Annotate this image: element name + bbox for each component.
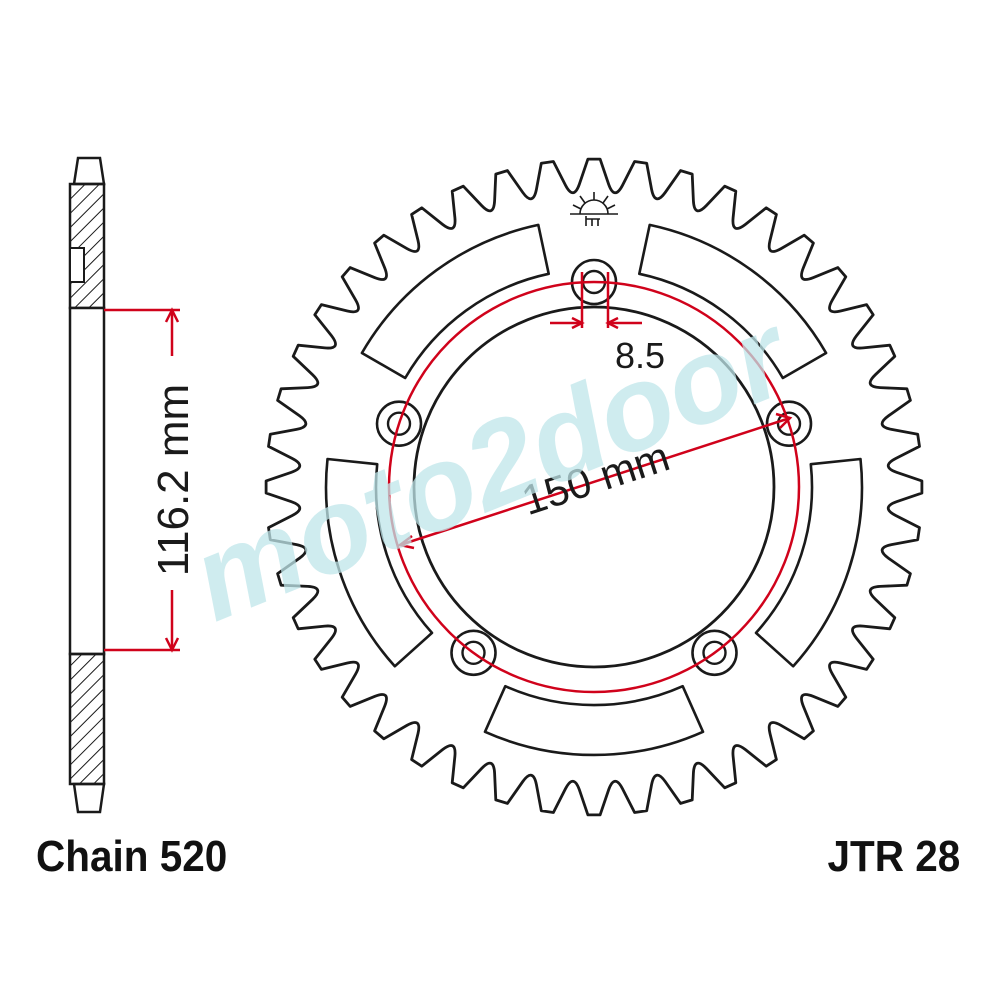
lightening-window xyxy=(324,457,434,668)
side-top-tip xyxy=(72,156,106,186)
pcd-dimension xyxy=(387,280,801,694)
pcd-circle xyxy=(387,280,801,694)
hub-dimension-label: 116.2 mm xyxy=(149,384,198,576)
side-top-hatch xyxy=(68,182,106,310)
lightening-windows xyxy=(324,223,864,757)
crown-logo-icon xyxy=(570,192,618,226)
lightening-window xyxy=(483,684,705,757)
bolt-hole-dimension xyxy=(550,272,642,330)
chain-label: Chain 520 xyxy=(36,832,228,881)
part-number-label: JTR 28 xyxy=(827,832,960,881)
hub-dimension xyxy=(104,307,180,653)
lightening-window xyxy=(754,457,864,668)
side-notch xyxy=(69,247,85,283)
bolt-hole-label: 8.5 xyxy=(615,335,665,376)
lightening-window xyxy=(360,223,550,380)
side-hub xyxy=(68,306,106,656)
side-bottom-hatch xyxy=(68,652,106,786)
lightening-window xyxy=(638,223,828,380)
side-bottom-tip xyxy=(72,782,106,814)
sprocket-face xyxy=(264,157,924,817)
center-bore xyxy=(412,305,776,669)
side-view xyxy=(68,156,106,814)
